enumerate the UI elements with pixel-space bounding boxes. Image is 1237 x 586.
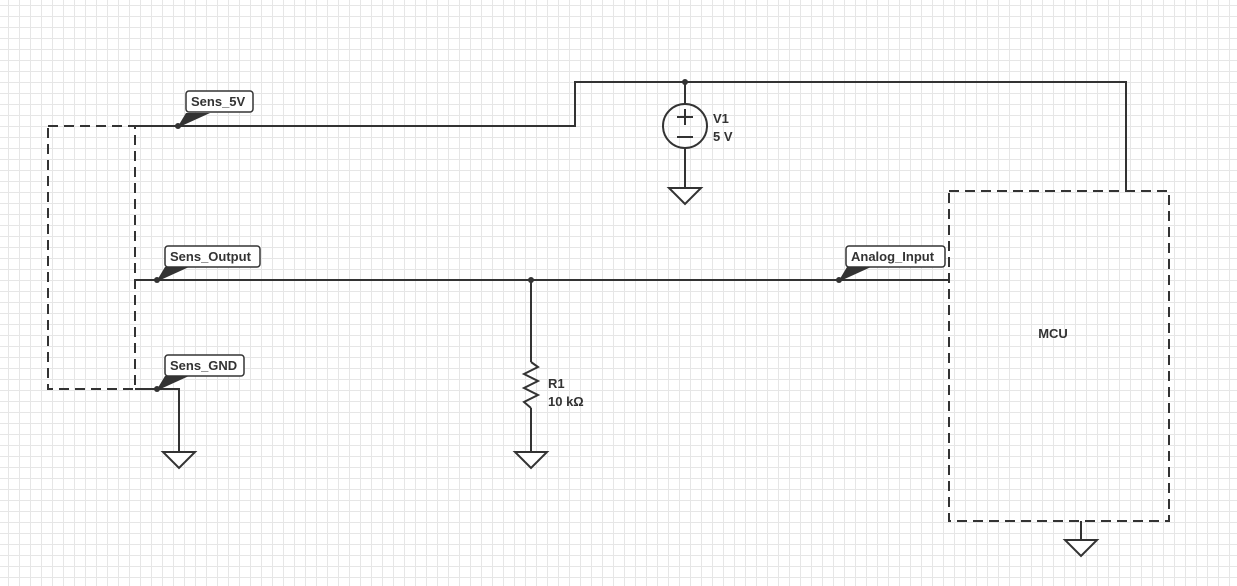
net-label-sens-output[interactable]: Sens_Output	[154, 245, 261, 283]
v1-ref-label: V1	[713, 111, 729, 126]
net-label-box	[164, 354, 245, 377]
net-label-text: Sens_5V	[191, 94, 246, 109]
net-anchor	[836, 277, 842, 283]
r1-resistor-symbol[interactable]	[521, 361, 541, 409]
net-label-text: Sens_Output	[170, 249, 252, 264]
net-label-sens-gnd[interactable]: Sens_GND	[154, 354, 245, 392]
net-pointer-icon	[156, 267, 189, 282]
mcu-label: MCU	[1038, 326, 1068, 341]
net-label-text: Sens_GND	[170, 358, 237, 373]
ground-icon-r1	[512, 451, 550, 470]
net-label-text: Analog_Input	[851, 249, 935, 264]
wire-sens-gnd[interactable]	[135, 388, 180, 452]
net-pointer-icon	[177, 113, 210, 128]
net-anchor	[154, 386, 160, 392]
ground-icon-v1	[666, 187, 704, 206]
net-label-box	[185, 90, 254, 113]
v1-value-label: 5 V	[713, 129, 733, 144]
r1-value-label: 10 kΩ	[548, 394, 584, 409]
net-anchor	[154, 277, 160, 283]
net-anchor	[175, 123, 181, 129]
net-label-box	[845, 245, 946, 268]
net-label-box	[164, 245, 261, 268]
net-pointer-icon	[838, 267, 871, 282]
wire-5v[interactable]	[135, 81, 1127, 191]
mcu-block[interactable]	[948, 190, 1170, 522]
net-pointer-icon	[156, 376, 189, 391]
r1-ref-label: R1	[548, 376, 565, 391]
net-label-analog-input[interactable]: Analog_Input	[836, 245, 946, 283]
ground-icon-sensor	[160, 451, 198, 470]
sensor-block[interactable]	[47, 125, 136, 390]
ground-icon-mcu	[1062, 539, 1100, 558]
net-label-sens-5v[interactable]: Sens_5V	[175, 90, 254, 129]
